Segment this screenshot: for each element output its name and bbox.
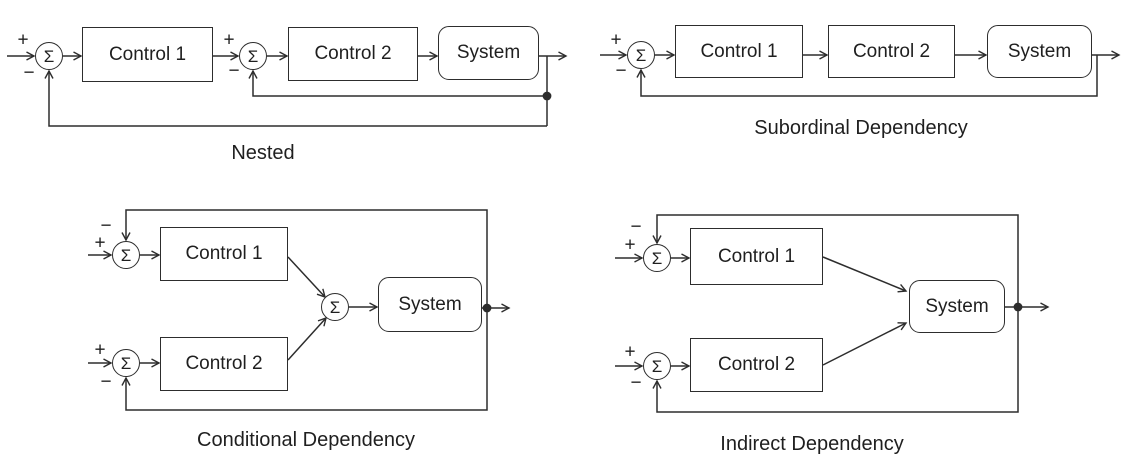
inner-feedback-wire [248,69,547,97]
upper-feedback-wire [121,209,488,308]
control-2-block: Control 2 [160,337,288,391]
control-1-block: Control 1 [82,27,213,82]
pickoff-dot [542,91,552,101]
conditional-wires [88,209,511,411]
sum-junction: Σ [627,41,655,69]
plus-sign: + [624,234,636,256]
control-1-block: Control 1 [160,227,288,281]
sum-junction-1: Σ [35,42,63,70]
pickoff-dot [1013,302,1023,312]
diagram-caption-subordinal: Subordinal Dependency [754,117,968,139]
outer-feedback-wire [44,69,547,127]
diagram-caption-indirect: Indirect Dependency [720,433,904,455]
sum-junction-2: Σ [239,42,267,70]
signal-wire [822,322,908,366]
plus-sign: + [223,29,235,51]
system-block: System [378,277,482,332]
sum-junction-1: Σ [112,241,140,269]
plus-sign: + [624,341,636,363]
control-2-block: Control 2 [288,27,418,81]
feedback-wire [636,55,1098,97]
control-2-block: Control 2 [690,338,823,392]
plus-sign: + [610,29,622,51]
signal-wire [287,316,327,361]
minus-sign: − [630,216,642,238]
indirect-wires [615,214,1050,413]
upper-feedback-wire [652,214,1019,307]
plus-sign: + [94,339,106,361]
signal-wire [822,256,908,293]
minus-sign: − [100,371,112,393]
sum-junction-2: Σ [643,352,671,380]
plus-sign: + [94,232,106,254]
plus-sign: + [17,29,29,51]
lower-feedback-wire [121,308,488,411]
lower-feedback-wire [652,307,1019,413]
diagram-caption-nested: Nested [231,142,295,164]
sum-junction-1: Σ [643,244,671,272]
diagram-caption-conditional: Conditional Dependency [197,429,415,451]
control-2-block: Control 2 [828,25,955,78]
minus-sign: − [100,215,112,237]
sum-junction-middle: Σ [321,293,349,321]
pickoff-dot [482,303,492,313]
nested-wires [7,51,568,127]
minus-sign: − [228,60,240,82]
signal-wire [287,256,327,299]
system-block: System [438,26,539,80]
subordinal-wires [600,50,1121,97]
system-block: System [987,25,1092,78]
sum-junction-2: Σ [112,349,140,377]
control-1-block: Control 1 [675,25,803,78]
control-1-block: Control 1 [690,228,823,285]
minus-sign: − [23,62,35,84]
minus-sign: − [630,372,642,394]
system-block: System [909,280,1005,333]
minus-sign: − [615,60,627,82]
